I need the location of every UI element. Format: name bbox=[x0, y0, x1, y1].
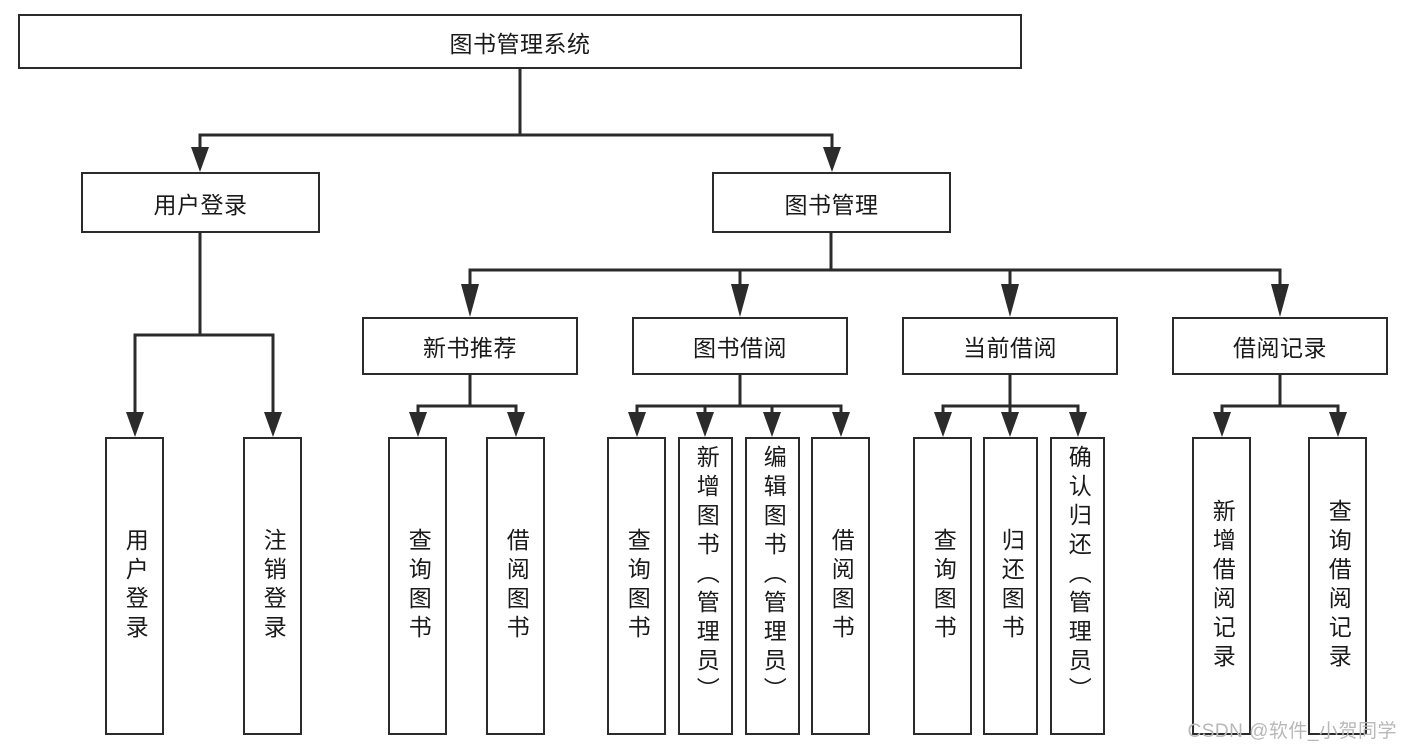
leaf-label: 查询借阅记录 bbox=[1325, 499, 1352, 673]
node-leaf-borrow-edit-book[interactable]: 编辑图书（管理员） bbox=[745, 437, 800, 735]
node-leaf-new-book-query[interactable]: 查询图书 bbox=[388, 437, 447, 735]
leaf-label: 查询图书 bbox=[930, 528, 957, 644]
node-new-book-rec-label: 新书推荐 bbox=[423, 335, 517, 361]
node-current-borrow-label: 当前借阅 bbox=[963, 335, 1057, 361]
node-leaf-current-return-book[interactable]: 归还图书 bbox=[983, 437, 1038, 735]
node-book-borrow-label: 图书借阅 bbox=[693, 335, 787, 361]
node-root-label: 图书管理系统 bbox=[449, 30, 591, 57]
node-borrow-record-label: 借阅记录 bbox=[1233, 335, 1327, 361]
leaf-label: 查询图书 bbox=[624, 528, 651, 644]
node-leaf-borrow-add-book[interactable]: 新增图书（管理员） bbox=[678, 437, 733, 735]
leaf-label: 归还图书 bbox=[998, 528, 1025, 644]
node-leaf-current-query-book[interactable]: 查询图书 bbox=[913, 437, 972, 735]
node-leaf-user-login-logout[interactable]: 注销登录 bbox=[243, 437, 302, 735]
node-book-manage-label: 图书管理 bbox=[784, 191, 879, 218]
node-user-login-label: 用户登录 bbox=[153, 191, 248, 218]
watermark: CSDN @软件_小贺同学 bbox=[1187, 721, 1397, 742]
node-leaf-new-book-borrow[interactable]: 借阅图书 bbox=[486, 437, 545, 735]
leaf-label: 借阅图书 bbox=[828, 528, 855, 644]
leaf-label: 借阅图书 bbox=[503, 528, 530, 644]
node-user-login[interactable]: 用户登录 bbox=[81, 172, 320, 233]
leaf-label: 新增借阅记录 bbox=[1209, 499, 1236, 673]
node-root[interactable]: 图书管理系统 bbox=[18, 14, 1022, 69]
leaf-label: 用户登录 bbox=[122, 528, 149, 644]
node-current-borrow[interactable]: 当前借阅 bbox=[902, 317, 1118, 375]
node-new-book-rec[interactable]: 新书推荐 bbox=[362, 317, 578, 375]
leaf-label: 查询图书 bbox=[405, 528, 432, 644]
leaf-label: 注销登录 bbox=[260, 528, 287, 644]
node-book-manage[interactable]: 图书管理 bbox=[712, 172, 951, 233]
node-leaf-current-confirm-return[interactable]: 确认归还（管理员） bbox=[1050, 437, 1105, 735]
node-leaf-borrow-borrow-book[interactable]: 借阅图书 bbox=[811, 437, 870, 735]
node-leaf-record-add[interactable]: 新增借阅记录 bbox=[1192, 437, 1251, 735]
node-leaf-borrow-query-book[interactable]: 查询图书 bbox=[607, 437, 666, 735]
node-leaf-record-query[interactable]: 查询借阅记录 bbox=[1308, 437, 1367, 735]
node-leaf-user-login-login[interactable]: 用户登录 bbox=[105, 437, 164, 735]
leaf-label: 新增图书（管理员） bbox=[693, 445, 720, 706]
leaf-label: 编辑图书（管理员） bbox=[760, 445, 787, 706]
leaf-label: 确认归还（管理员） bbox=[1065, 445, 1092, 706]
node-borrow-record[interactable]: 借阅记录 bbox=[1172, 317, 1388, 375]
node-book-borrow[interactable]: 图书借阅 bbox=[632, 317, 848, 375]
